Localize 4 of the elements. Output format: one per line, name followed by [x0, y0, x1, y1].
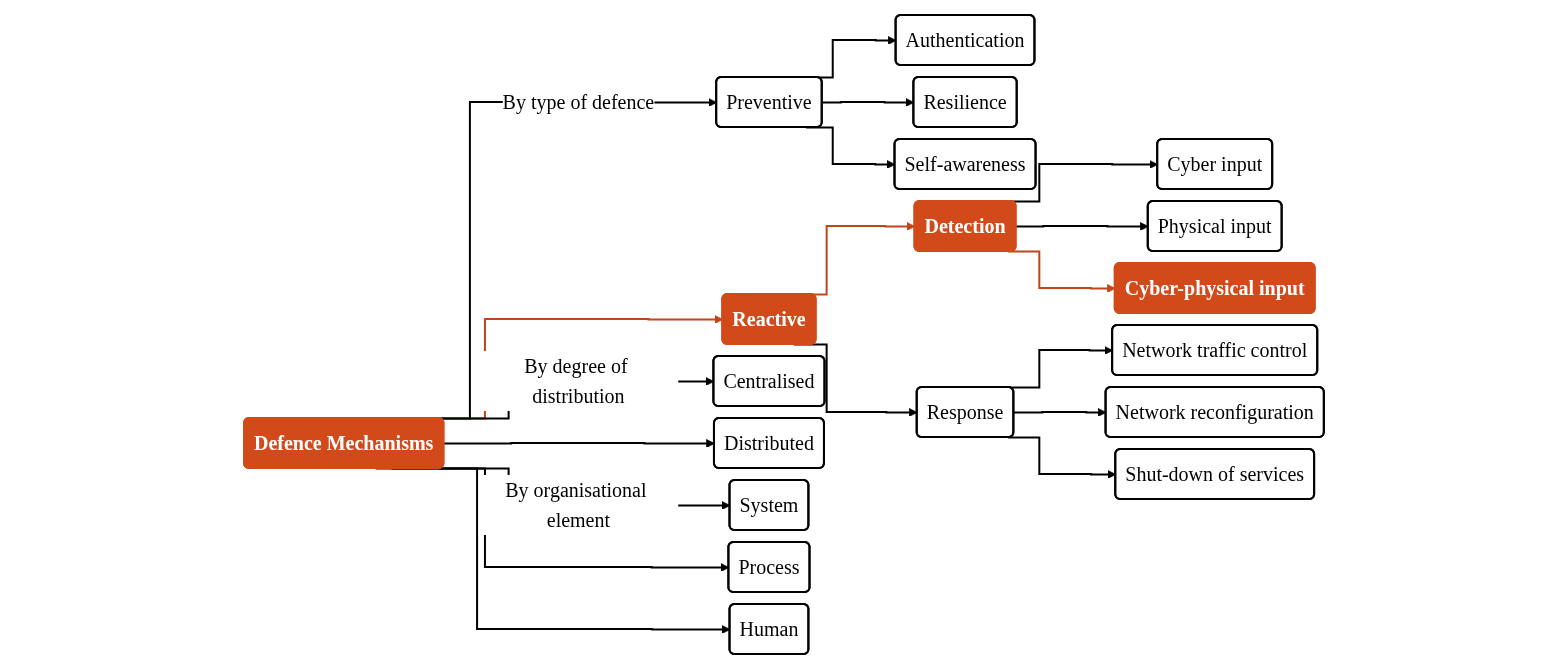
arrow [443, 439, 715, 448]
edge-label: By type of defence [502, 91, 655, 113]
edge-label: By organisational element [505, 479, 647, 531]
edge-label: By degree of distribution [524, 355, 628, 407]
